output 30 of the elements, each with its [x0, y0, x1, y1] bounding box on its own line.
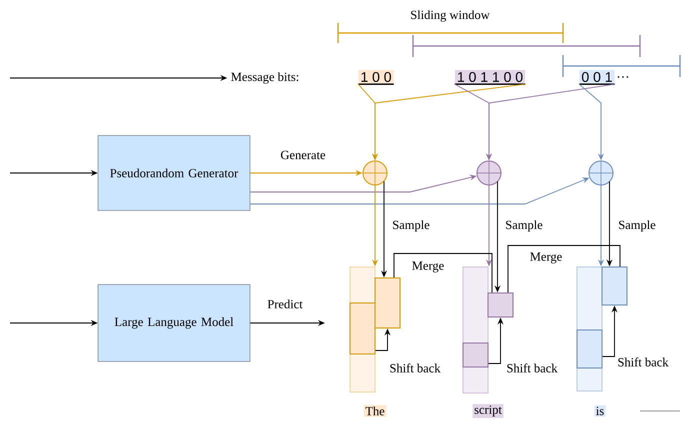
output-token: script: [472, 404, 504, 418]
sampled-interval: [374, 278, 400, 328]
edge-label: Generate: [279, 150, 327, 160]
output-token: The: [364, 405, 386, 417]
edge-label: Sample: [504, 219, 544, 233]
xor-circle: [362, 160, 388, 186]
edge-label: Sample: [617, 219, 657, 233]
output-token: is: [594, 405, 606, 417]
generator-box: Pseudorandom Generator: [98, 135, 250, 211]
interval-segment: [576, 330, 602, 368]
edge-label: Predict: [266, 298, 304, 310]
message-bits: 0 0 1 …: [579, 70, 628, 85]
node-label: …: [618, 76, 628, 78]
message-bits: 1 0 1 1 0 0: [454, 70, 526, 85]
edge-label: Shift back: [505, 362, 559, 374]
edge-label: Merge: [528, 252, 564, 264]
xor-circle: [476, 160, 502, 186]
interval-segment: [462, 342, 488, 368]
model-box: Large Language Model: [98, 284, 250, 362]
message-bits: 1 0 0: [358, 70, 394, 85]
window-label: Sliding window: [411, 10, 490, 22]
xor-circle: [588, 160, 614, 186]
interval-segment: [350, 302, 376, 354]
sampled-interval: [488, 292, 514, 318]
edge-label: Merge: [410, 260, 446, 274]
sampled-interval: [602, 266, 628, 306]
edge-label: Shift back: [388, 362, 442, 374]
edge-label: Shift back: [616, 356, 670, 368]
edge-label: Sample: [391, 219, 431, 233]
message-bits-label: Message bits:: [231, 72, 298, 84]
